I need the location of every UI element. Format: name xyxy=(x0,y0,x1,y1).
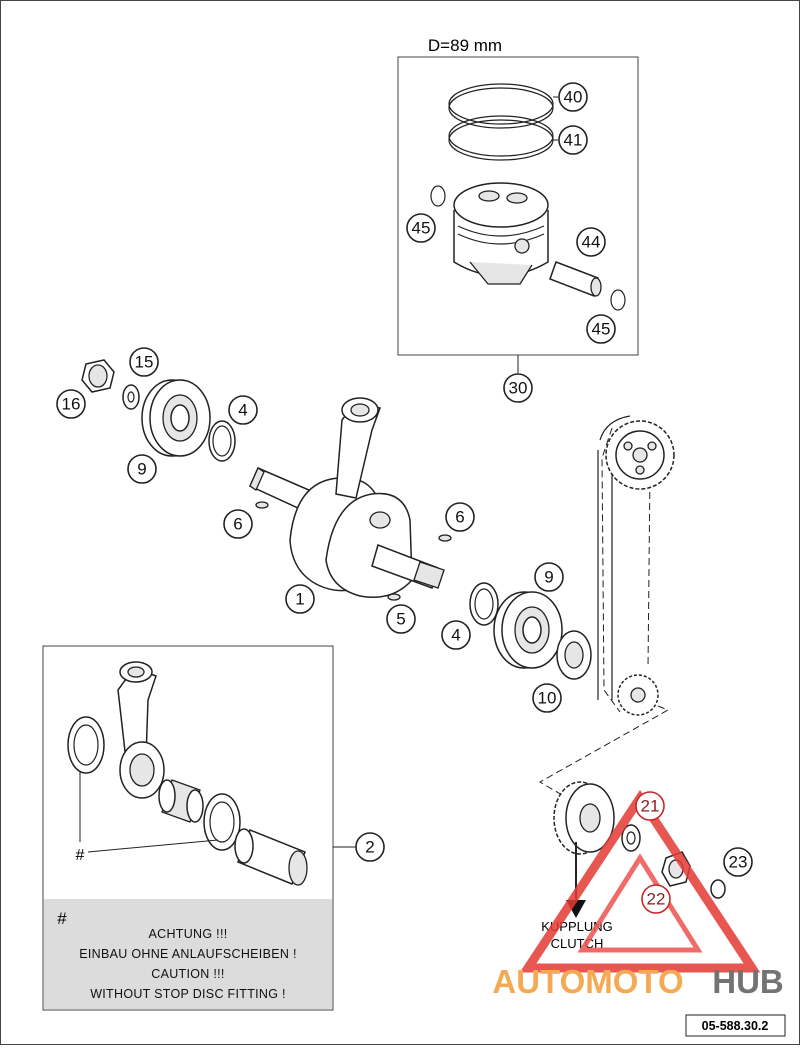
callout-5: 5 xyxy=(386,604,416,634)
piston-ring-upper xyxy=(448,83,554,129)
svg-text:22: 22 xyxy=(647,890,666,909)
svg-text:6: 6 xyxy=(233,515,242,534)
svg-text:1: 1 xyxy=(295,590,304,609)
svg-text:5: 5 xyxy=(396,610,405,629)
callout-40: 40 xyxy=(558,82,588,112)
piston xyxy=(453,182,549,285)
woodruff-key-left xyxy=(255,501,269,509)
callout-44: 44 xyxy=(576,227,606,257)
primary-drive-gear xyxy=(553,781,615,855)
svg-text:4: 4 xyxy=(451,626,460,645)
conrod-detail-box xyxy=(42,645,334,1011)
crank-sprocket xyxy=(617,674,659,716)
crank-washer xyxy=(122,384,140,410)
svg-text:10: 10 xyxy=(538,689,557,708)
conrod-detail xyxy=(117,661,165,799)
svg-text:21: 21 xyxy=(641,797,660,816)
callout-4-right: 4 xyxy=(441,620,471,650)
svg-text:40: 40 xyxy=(564,88,583,107)
piston-pin-circlip-right xyxy=(610,289,626,311)
callout-10: 10 xyxy=(532,683,562,713)
callout-6-left: 6 xyxy=(223,509,253,539)
callout-4-left: 4 xyxy=(228,395,258,425)
callout-41: 41 xyxy=(558,125,588,155)
note-hash: # xyxy=(57,909,67,928)
small-washer xyxy=(710,879,726,899)
woodruff-key-small xyxy=(387,593,401,601)
thrust-washer-left xyxy=(67,716,105,774)
piston-pin-circlip-left xyxy=(430,185,446,207)
crank-pin xyxy=(234,828,308,886)
note-line-4: WITHOUT STOP DISC FITTING ! xyxy=(90,987,286,1001)
caution-note-box xyxy=(44,899,332,1009)
svg-text:9: 9 xyxy=(544,568,553,587)
assembly-path-line xyxy=(538,705,670,796)
watermark-text-hub: HUB xyxy=(712,963,784,1000)
callout-9-left: 9 xyxy=(127,454,157,484)
callout-2: 2 xyxy=(355,832,385,862)
thrust-washer-marker: # xyxy=(76,847,85,864)
callout-16: 16 xyxy=(56,389,86,419)
shaft-seal xyxy=(556,630,592,680)
svg-text:6: 6 xyxy=(455,508,464,527)
callout-1: 1 xyxy=(285,584,315,614)
svg-text:30: 30 xyxy=(509,379,528,398)
drawing-number-box xyxy=(685,1014,786,1037)
shim-left xyxy=(208,420,236,462)
callout-45-left: 45 xyxy=(406,213,436,243)
callout-15: 15 xyxy=(129,347,159,377)
main-bearing-right xyxy=(493,591,563,669)
camshaft-sprocket xyxy=(605,420,675,490)
watermark-logo: AUTOMOTO HUB xyxy=(492,789,784,1000)
callout-45-right: 45 xyxy=(586,314,616,344)
shim-right xyxy=(469,582,499,626)
note-line-1: ACHTUNG !!! xyxy=(149,927,228,941)
watermark-text-automoto: AUTOMOTO xyxy=(492,963,683,1000)
svg-text:2: 2 xyxy=(365,838,374,857)
note-line-3: CAUTION !!! xyxy=(151,967,224,981)
callout-21: 21 xyxy=(635,791,665,821)
callout-6-right: 6 xyxy=(445,502,475,532)
main-bearing-left xyxy=(141,379,211,457)
svg-text:41: 41 xyxy=(564,131,583,150)
note-line-2: EINBAU OHNE ANLAUFSCHEIBEN ! xyxy=(79,947,296,961)
svg-text:45: 45 xyxy=(412,219,431,238)
svg-text:45: 45 xyxy=(592,320,611,339)
callout-30: 30 xyxy=(503,373,533,403)
svg-text:44: 44 xyxy=(582,233,601,252)
watermark-triangle-icon xyxy=(519,789,761,973)
crankshaft xyxy=(249,397,445,598)
svg-text:9: 9 xyxy=(137,460,146,479)
bore-diameter-label: D=89 mm xyxy=(428,36,502,55)
gear-washer xyxy=(621,824,641,852)
svg-text:4: 4 xyxy=(238,401,247,420)
drawing-number: 05-588.30.2 xyxy=(702,1019,769,1033)
crank-nut xyxy=(81,359,115,393)
needle-bearing xyxy=(158,779,204,823)
piston-pin xyxy=(549,261,602,298)
woodruff-key-right xyxy=(438,534,452,542)
callout-9-right: 9 xyxy=(534,562,564,592)
svg-text:15: 15 xyxy=(135,353,154,372)
thrust-washer-right xyxy=(203,793,241,851)
svg-text:16: 16 xyxy=(62,395,81,414)
timing-chain xyxy=(597,415,651,713)
callout-22: 22 xyxy=(641,884,671,914)
callout-23: 23 xyxy=(723,847,753,877)
svg-text:23: 23 xyxy=(729,853,748,872)
